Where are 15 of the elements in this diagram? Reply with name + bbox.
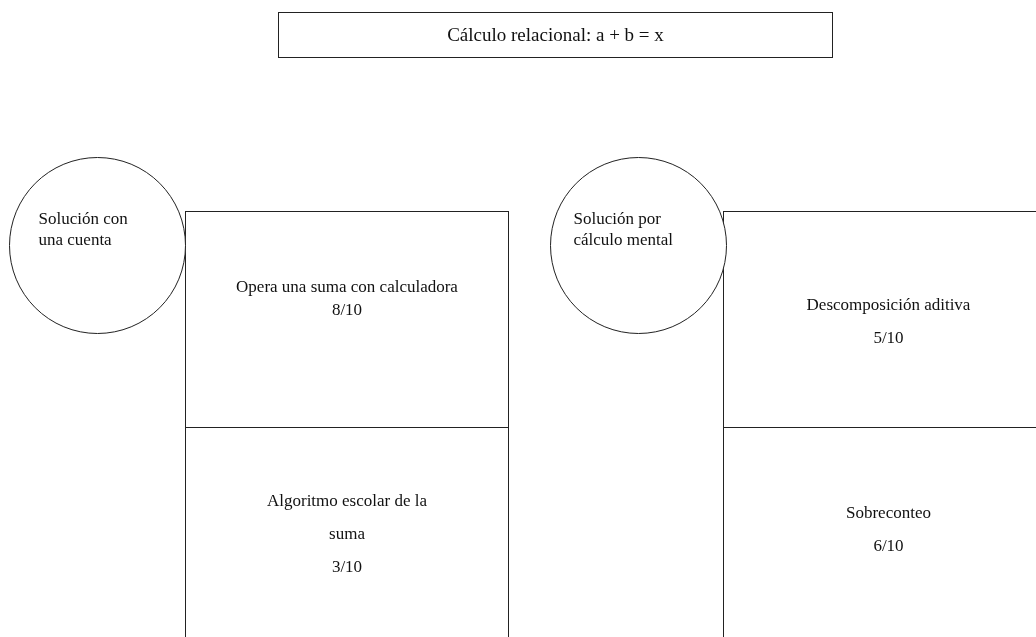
node-label: Sobreconteo xyxy=(845,502,932,524)
category-box xyxy=(723,427,1036,637)
node-label: Algoritmo escolar de la suma xyxy=(266,490,428,545)
category-box xyxy=(185,427,509,637)
category-box xyxy=(723,211,1036,428)
score-label: 3/10 xyxy=(330,556,364,578)
score-label: 8/10 xyxy=(330,299,364,321)
node-label: Opera una suma con calculadora xyxy=(235,276,459,298)
node-label: Descomposición aditiva xyxy=(805,294,972,316)
score-label: 6/10 xyxy=(872,535,905,557)
node-label: Solución con una cuenta xyxy=(38,208,129,250)
title-box: Cálculo relacional: a + b = x xyxy=(278,12,833,58)
score-label: 5/10 xyxy=(872,327,905,349)
category-box xyxy=(185,211,509,428)
node-label: Solución por cálculo mental xyxy=(573,208,675,250)
